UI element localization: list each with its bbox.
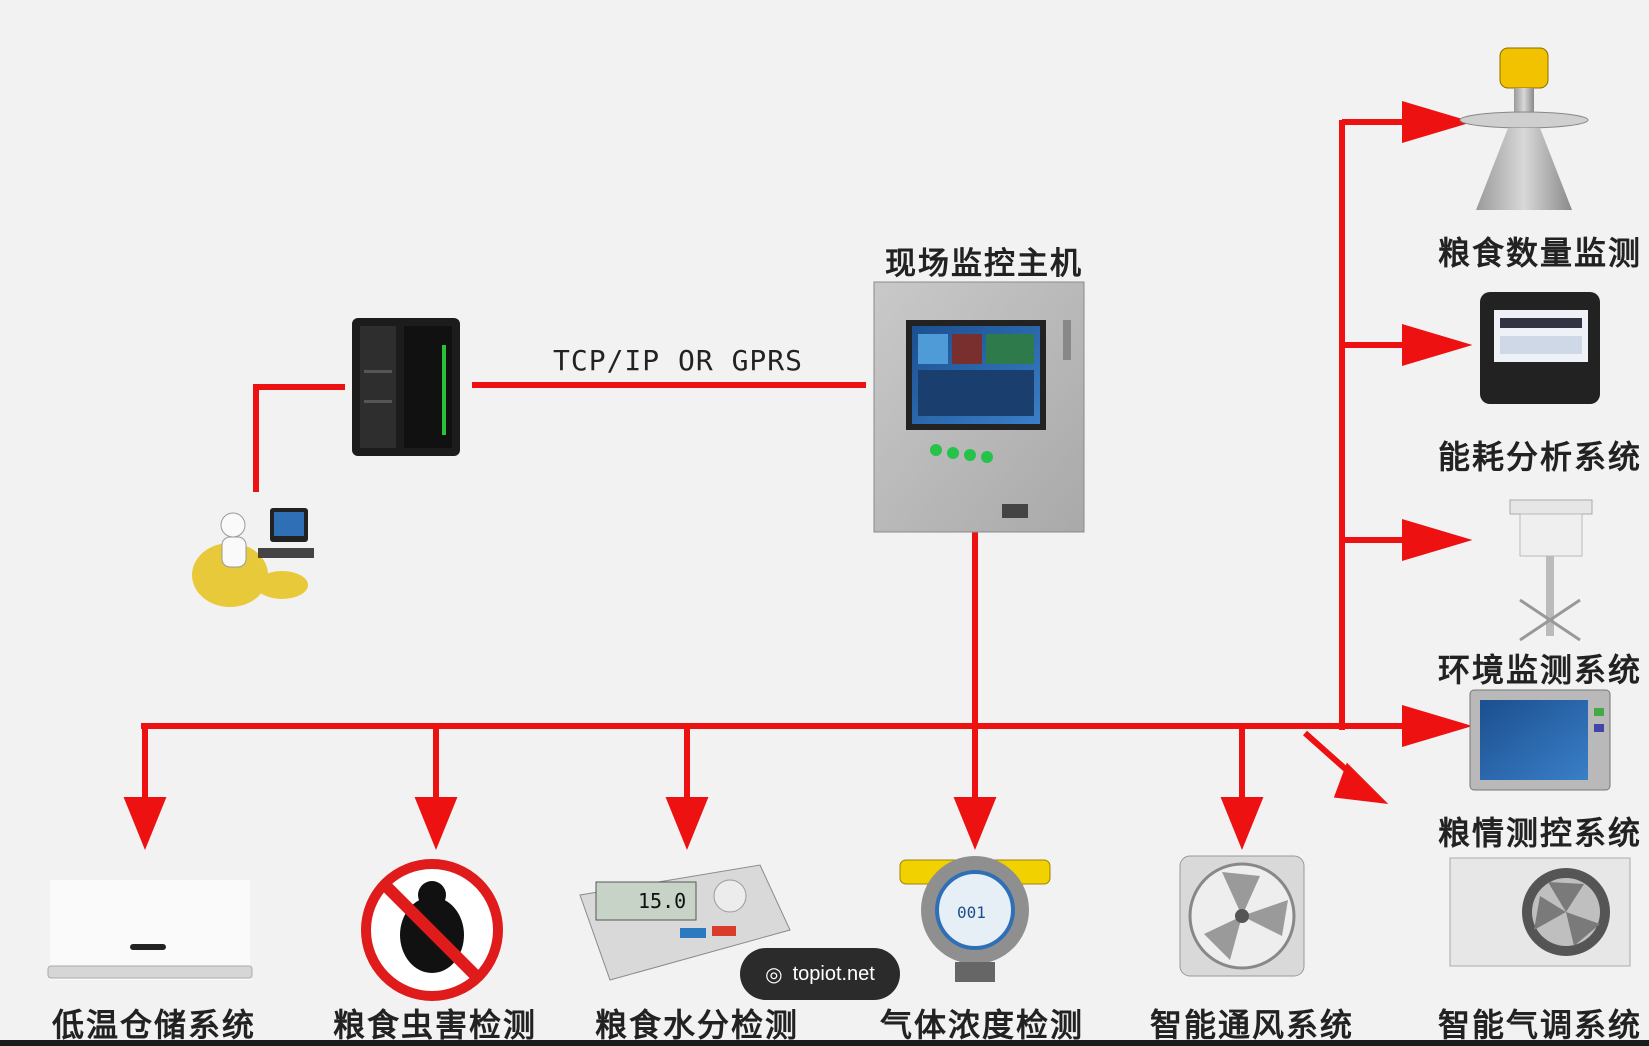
low-temp-storage-icon (47, 880, 253, 980)
gas-detector-icon: 001 (899, 856, 1051, 982)
moisture-display-value: 15.0 (638, 889, 686, 913)
energy-meter-icon (1480, 292, 1600, 404)
host-label: 现场监控主机 (885, 246, 1083, 282)
arrow-down-5 (1220, 726, 1264, 850)
no-pest-icon (361, 859, 503, 1001)
operator-workstation-icon (192, 508, 314, 607)
moisture-meter-icon: 15.0 (579, 864, 791, 981)
protocol-label: TCP/IP OR GPRS (553, 344, 804, 377)
arrow-down-3 (665, 726, 709, 850)
bottom-device-label-3: 粮食水分检测 (595, 1006, 800, 1044)
bottom-device-label-1: 低温仓储系统 (52, 1006, 257, 1044)
bottom-arrows (123, 726, 1389, 850)
globe-icon: ◎ (765, 963, 783, 986)
air-conditioning-unit-icon (1449, 857, 1631, 967)
arrow-down-4 (953, 726, 997, 850)
arrow-down-2 (414, 726, 458, 850)
weather-station-icon (1509, 499, 1593, 642)
gas-display-value: 001 (957, 903, 986, 922)
bottom-edge-bar (0, 1040, 1649, 1046)
arrow-right-4 (1342, 704, 1473, 748)
arrow-down-1 (123, 726, 167, 850)
radar-level-sensor-icon (1459, 47, 1589, 210)
operator-to-server-line (253, 384, 345, 492)
bottom-device-label-6: 智能气调系统 (1438, 1006, 1643, 1044)
grain-control-terminal-icon (1469, 689, 1611, 791)
right-device-label-2: 能耗分析系统 (1438, 438, 1643, 476)
bottom-device-label-4: 气体浓度检测 (880, 1006, 1085, 1044)
bottom-device-label-5: 智能通风系统 (1150, 1006, 1355, 1044)
arrow-diag-6 (1303, 730, 1389, 805)
right-device-label-1: 粮食数量监测 (1438, 234, 1643, 272)
bottom-device-label-2: 粮食虫害检测 (333, 1006, 538, 1044)
right-device-label-3: 环境监测系统 (1438, 651, 1643, 689)
ventilation-fan-icon (1179, 855, 1305, 977)
monitoring-host-cabinet (873, 281, 1085, 533)
arrow-right-1 (1342, 100, 1473, 144)
right-device-label-4: 粮情测控系统 (1438, 814, 1643, 852)
arrow-right-2 (1342, 323, 1473, 367)
connection-lines (141, 120, 1345, 730)
right-arrows (1342, 100, 1473, 748)
arrow-right-3 (1342, 518, 1473, 562)
watermark-text: topiot.net (792, 962, 875, 985)
server-icon (352, 318, 460, 456)
watermark-badge: ◎ topiot.net (740, 948, 900, 1000)
